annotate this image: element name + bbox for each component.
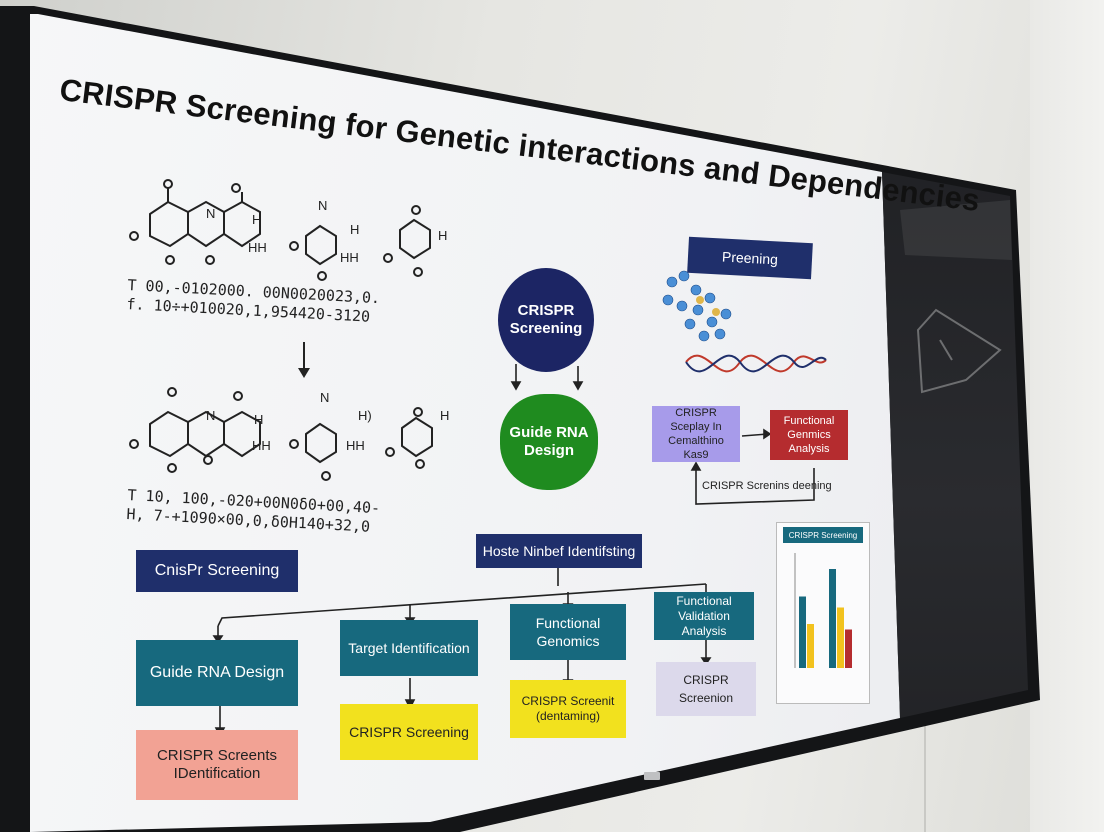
guide-rna-design-box: Guide RNA Design <box>136 640 298 706</box>
guide-rna-design-blob: Guide RNA Design <box>500 394 598 490</box>
crispr-screenion-box: CRISPR Screenion <box>656 662 756 716</box>
mini-chart-bar <box>829 569 836 668</box>
svg-text:H: H <box>252 212 261 227</box>
crispr-screening-oval: CRISPR Screening <box>498 268 594 372</box>
svg-text:H: H <box>440 408 449 423</box>
svg-text:H: H <box>254 412 263 427</box>
crispr-screenit-box: CRISPR Screenit (dentaming) <box>510 680 626 738</box>
svg-text:N: N <box>206 206 215 221</box>
loop-caption: CRISPR Screnins deening <box>702 480 832 492</box>
functional-validation-box: Functional Validation Analysis <box>654 592 754 640</box>
svg-text:HH: HH <box>340 250 359 265</box>
mini-chart-bar <box>799 596 806 668</box>
svg-text:H: H <box>350 222 359 237</box>
mini-chart-bar <box>837 607 844 668</box>
crispr-sceplay-box: CRISPR Sceplay In Cemalthino Kas9 <box>652 406 740 462</box>
svg-text:N: N <box>320 390 329 405</box>
mini-chart-bar <box>807 624 814 668</box>
target-identification-box: Target Identification <box>340 620 478 676</box>
crispr-screening-header: CnisPr Screening <box>136 550 298 592</box>
svg-text:N: N <box>206 408 215 423</box>
tv-logo-tab <box>644 772 660 780</box>
svg-text:HH: HH <box>248 240 267 255</box>
crispr-screening-yellow-box: CRISPR Screening <box>340 704 478 760</box>
svg-text:H): H) <box>358 408 372 423</box>
svg-text:H: H <box>438 228 447 243</box>
svg-text:N: N <box>318 198 327 213</box>
svg-text:HH: HH <box>252 438 271 453</box>
mini-bar-chart: CRISPR Screening <box>776 522 870 704</box>
mini-chart-svg <box>794 553 852 668</box>
power-cable <box>924 712 926 832</box>
svg-text:HH: HH <box>346 438 365 453</box>
functional-genomics-box: Functional Genomics <box>510 604 626 660</box>
wall-background <box>1030 0 1104 832</box>
mini-chart-bar <box>845 629 852 668</box>
hoste-identifying-box: Hoste Ninbef Identifsting <box>476 534 642 568</box>
functional-genomics-analysis-box: Functional Genmics Analysis <box>770 410 848 460</box>
mini-chart-title: CRISPR Screening <box>783 527 863 543</box>
crispr-screents-box: CRISPR Screents IDentification <box>136 730 298 800</box>
